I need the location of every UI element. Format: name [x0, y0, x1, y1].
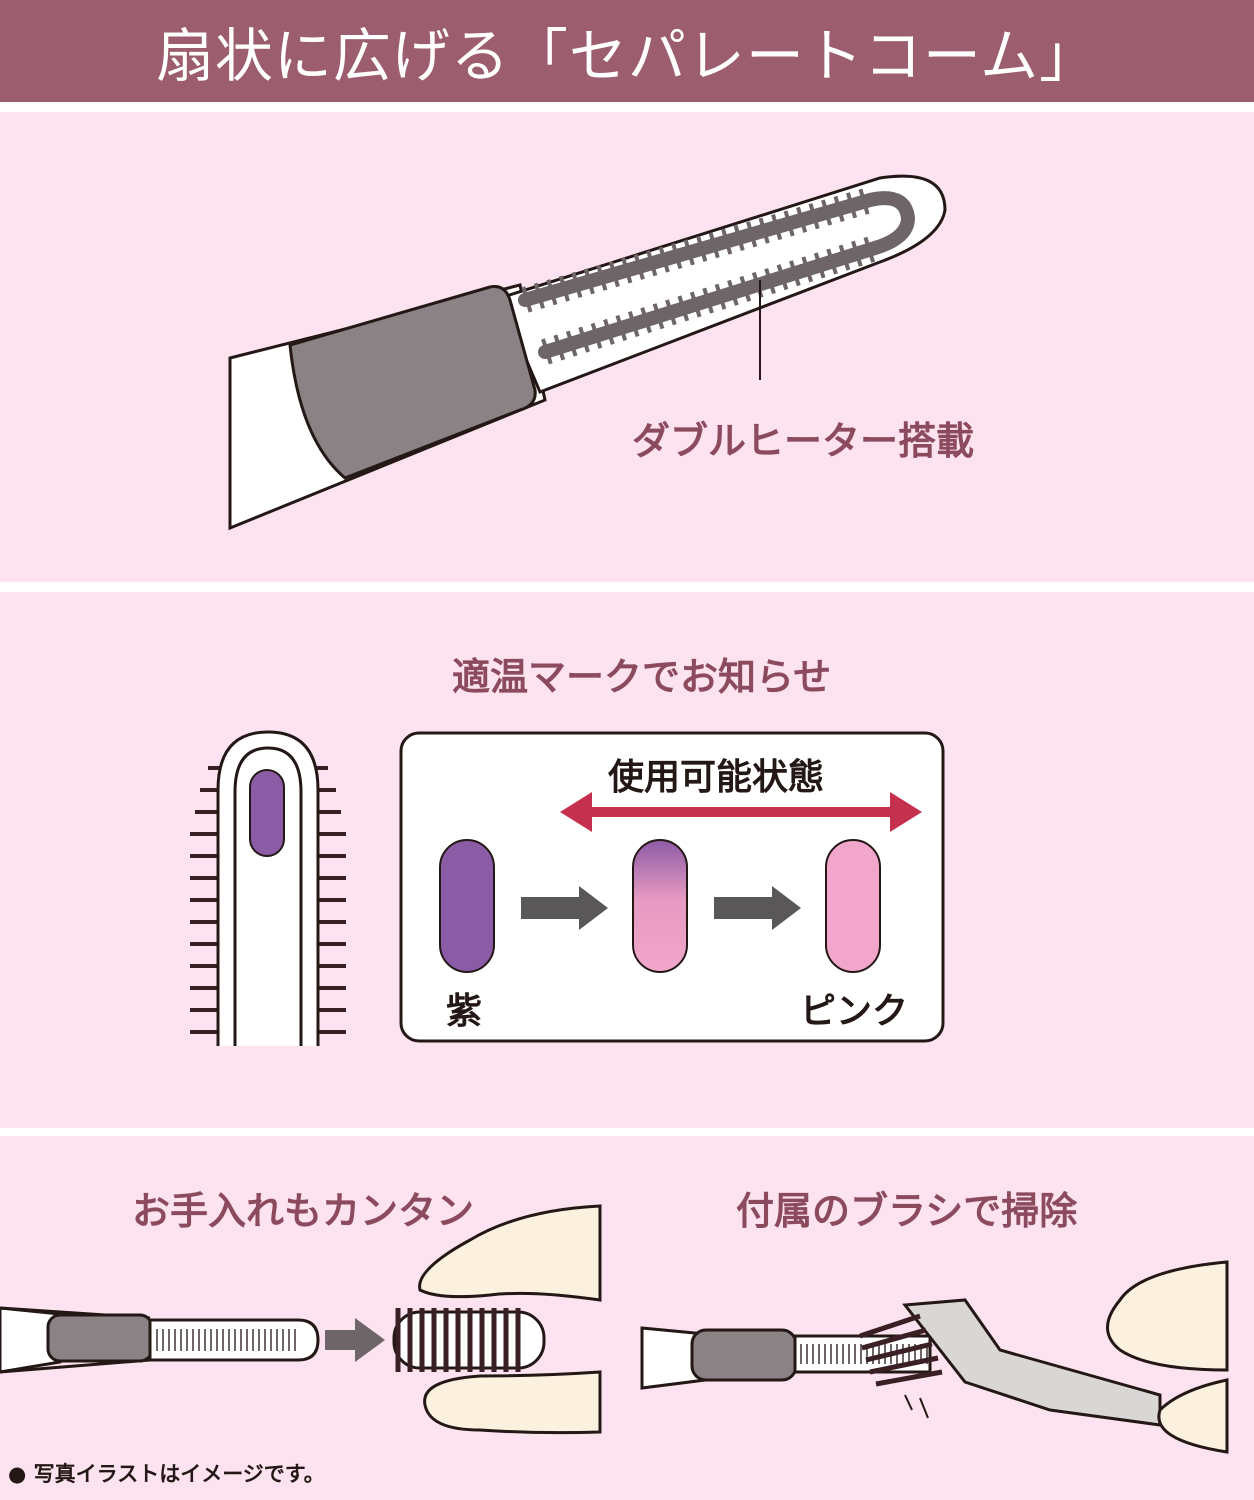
header-banner: 扇状に広げる「セパレートコーム」	[0, 0, 1254, 102]
pink-label: ピンク	[800, 991, 909, 1032]
purple-label: 紫	[446, 991, 483, 1032]
callout-double-heater: ダブルヒーター搭載	[632, 419, 975, 463]
disclaimer-footnote: ● 写真イラストはイメージです。	[8, 1462, 325, 1486]
disclaimer-text: 写真イラストはイメージです。	[33, 1462, 325, 1486]
easy-care-title: お手入れもカンタン	[132, 1189, 475, 1233]
status-usable-label: 使用可能状態	[608, 757, 825, 798]
temperature-illustration	[190, 730, 945, 1046]
brush-cleaning-title: 付属のブラシで掃除	[736, 1189, 1078, 1233]
temperature-mark-title: 適温マークでお知らせ	[452, 655, 832, 699]
panel-maintenance	[0, 1136, 1254, 1500]
page-title: 扇状に広げる「セパレートコーム」	[155, 22, 1099, 90]
curler-illustration	[228, 174, 947, 531]
